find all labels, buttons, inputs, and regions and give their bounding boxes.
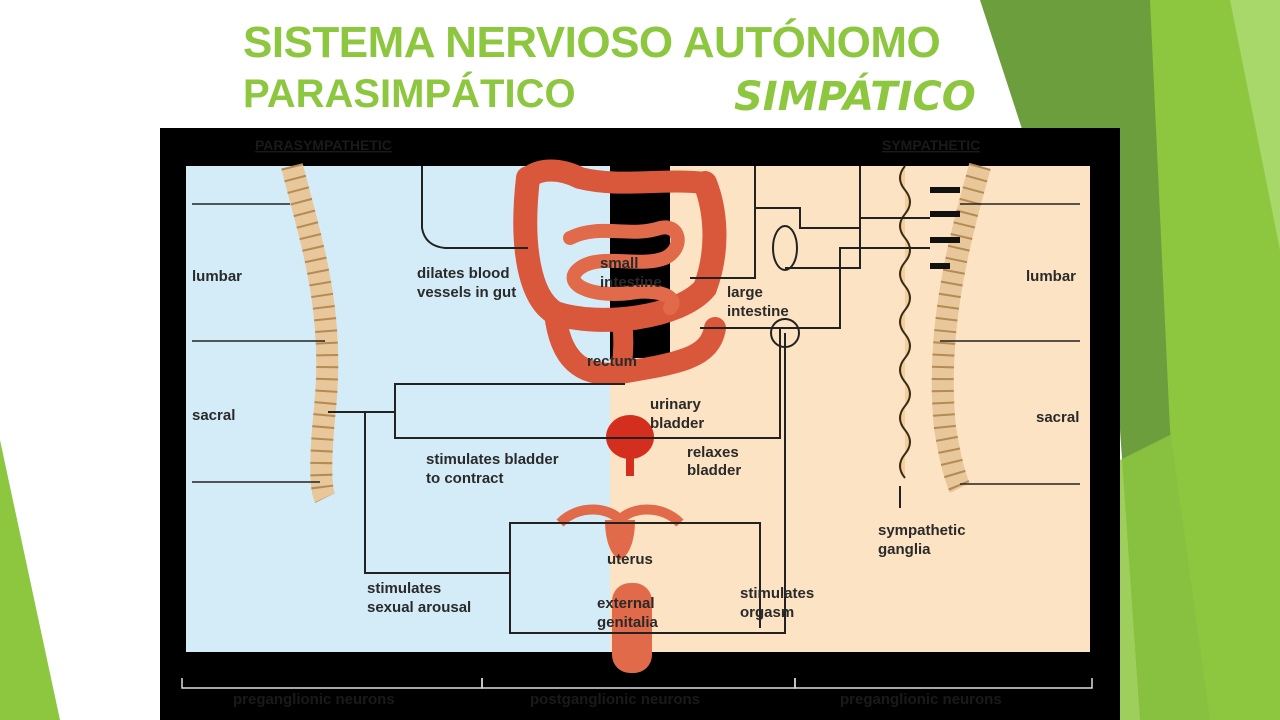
stim-sex-label-2: sexual arousal xyxy=(367,599,471,616)
rectum-label: rectum xyxy=(587,353,637,370)
urinary-label-1: urinary xyxy=(650,396,702,413)
sacral-label-left: sacral xyxy=(192,407,235,424)
large-intestine-label-1: large xyxy=(727,284,763,301)
slide-title-parasympathetic: PARASIMPÁTICO xyxy=(243,72,576,116)
stim-sex-label-1: stimulates xyxy=(367,580,441,597)
ganglia-junctions xyxy=(930,187,960,269)
parasympathetic-pathways xyxy=(328,166,781,634)
spinal-cord-left xyxy=(281,163,339,503)
dilates-label-2: vessels in gut xyxy=(417,284,516,301)
sympathetic-pathways xyxy=(690,166,930,634)
sympathetic-ganglia-chain xyxy=(899,165,911,479)
urinary-label-2: bladder xyxy=(650,415,704,432)
small-intestine xyxy=(563,220,685,315)
deco-shape-top xyxy=(1230,0,1280,250)
region-lines-left xyxy=(192,203,325,483)
small-intestine-label-1: small xyxy=(600,255,638,272)
orgasm-label-1: stimulates xyxy=(740,585,814,602)
sacral-label-right: sacral xyxy=(1036,409,1079,426)
relaxes-label-2: bladder xyxy=(687,462,741,479)
stim-bladder-label-2: to contract xyxy=(426,470,504,487)
dilates-label-1: dilates blood xyxy=(417,265,510,282)
stim-bladder-label-1: stimulates bladder xyxy=(426,451,559,468)
nervous-system-diagram: PARASYMPATHETIC SYMPATHETIC xyxy=(160,128,1120,720)
orgasm-label-2: orgasm xyxy=(740,604,794,621)
slide-title-line1: SISTEMA NERVIOSO AUTÓNOMO xyxy=(243,18,941,67)
uterus xyxy=(556,504,684,560)
relaxes-label-1: relaxes xyxy=(687,444,739,461)
slide-title-sympathetic: SIMPÁTICO xyxy=(734,74,976,120)
region-lines-right xyxy=(940,203,1080,485)
sympathetic-header: SYMPATHETIC xyxy=(882,137,980,153)
genitalia-label-1: external xyxy=(597,595,655,612)
spinal-segments-right xyxy=(931,163,991,493)
bottom-braces xyxy=(181,678,1093,689)
ganglia-label-2: ganglia xyxy=(878,541,931,558)
deco-shape-bottom xyxy=(1120,380,1280,720)
preganglionic-label-right: preganglionic neurons xyxy=(840,691,1002,708)
preganglionic-label-left: preganglionic neurons xyxy=(233,691,395,708)
large-intestine-label-2: intestine xyxy=(727,303,789,320)
deco-shape-left xyxy=(0,440,60,720)
uterus-label: uterus xyxy=(607,551,653,568)
rectum xyxy=(612,313,634,383)
ganglia-label-1: sympathetic xyxy=(878,522,966,539)
sympathetic-panel xyxy=(670,166,1090,652)
small-intestine-label-2: intestine xyxy=(600,274,662,291)
external-genitalia xyxy=(612,583,652,673)
lumbar-label-left: lumbar xyxy=(192,268,242,285)
lumbar-label-right: lumbar xyxy=(1026,268,1076,285)
postganglionic-label: postganglionic neurons xyxy=(530,691,700,708)
genitalia-label-2: genitalia xyxy=(597,614,659,631)
parasympathetic-header: PARASYMPATHETIC xyxy=(255,137,392,153)
parasympathetic-panel xyxy=(186,166,610,652)
